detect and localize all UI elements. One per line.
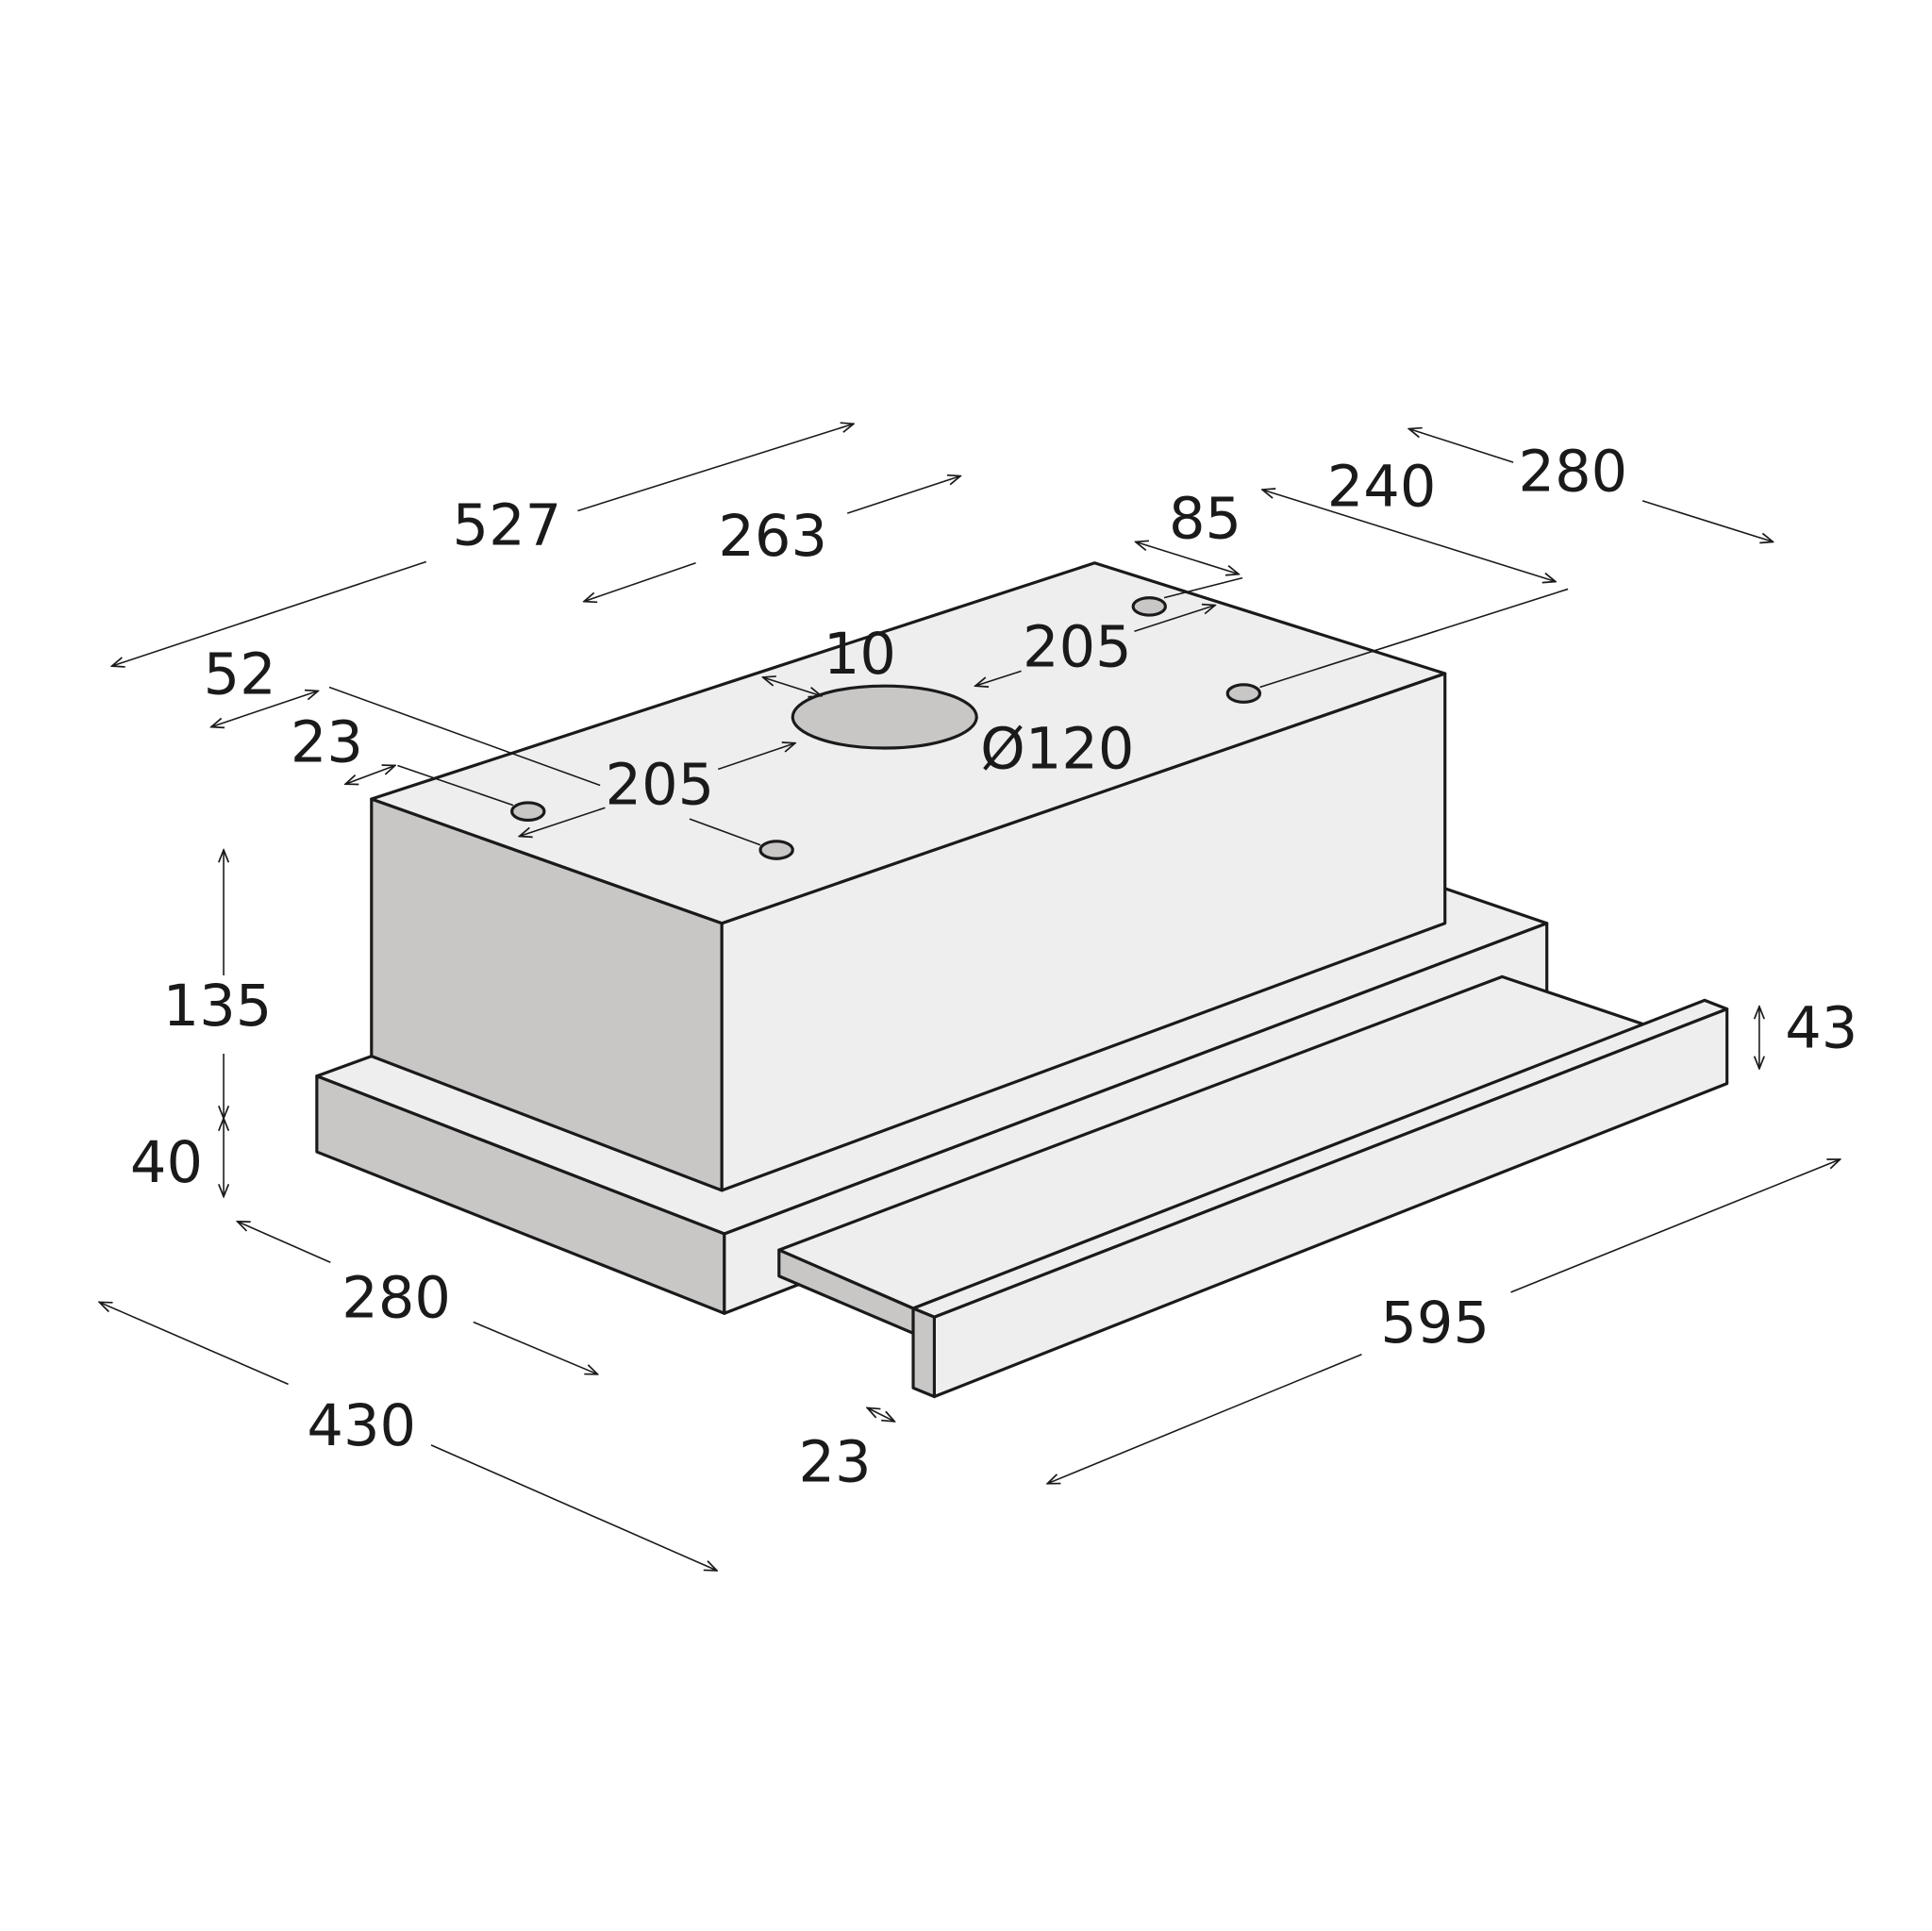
dim-label-85: 85 [1169,487,1241,553]
front-panel-end [911,1307,936,1399]
dim-label-280-bottom: 280 [341,1265,451,1331]
mounting-hole [1131,596,1167,617]
dim-label-43: 43 [1785,996,1857,1062]
dim-label-10: 10 [824,622,896,688]
mounting-hole [1225,683,1262,704]
dim-label-23-bottom: 23 [799,1429,872,1495]
dim-label-280-top: 280 [1519,440,1628,506]
dim-label-240: 240 [1327,454,1437,520]
dim-label-outlet-diameter: Ø120 [980,716,1134,782]
dim-label-205-right: 205 [1023,614,1132,680]
dim-label-430: 430 [307,1393,416,1459]
dim-label-135: 135 [163,974,273,1040]
dim-label-205-left: 205 [606,753,715,819]
dim-label-527: 527 [453,492,562,558]
mounting-hole [758,840,794,860]
dimension-labels: 527 263 85 240 280 52 10 205 23 205 Ø120… [130,440,1857,1496]
dim-label-595: 595 [1380,1290,1490,1357]
dim-label-23-top: 23 [291,710,363,776]
dimension-lines [99,424,1840,1571]
dim-label-52: 52 [204,641,276,707]
telescopic-drawer [777,974,1729,1399]
air-outlet [791,684,978,750]
dim-label-40: 40 [130,1130,203,1196]
mounting-hole [510,801,546,822]
dim-label-263: 263 [718,504,827,570]
